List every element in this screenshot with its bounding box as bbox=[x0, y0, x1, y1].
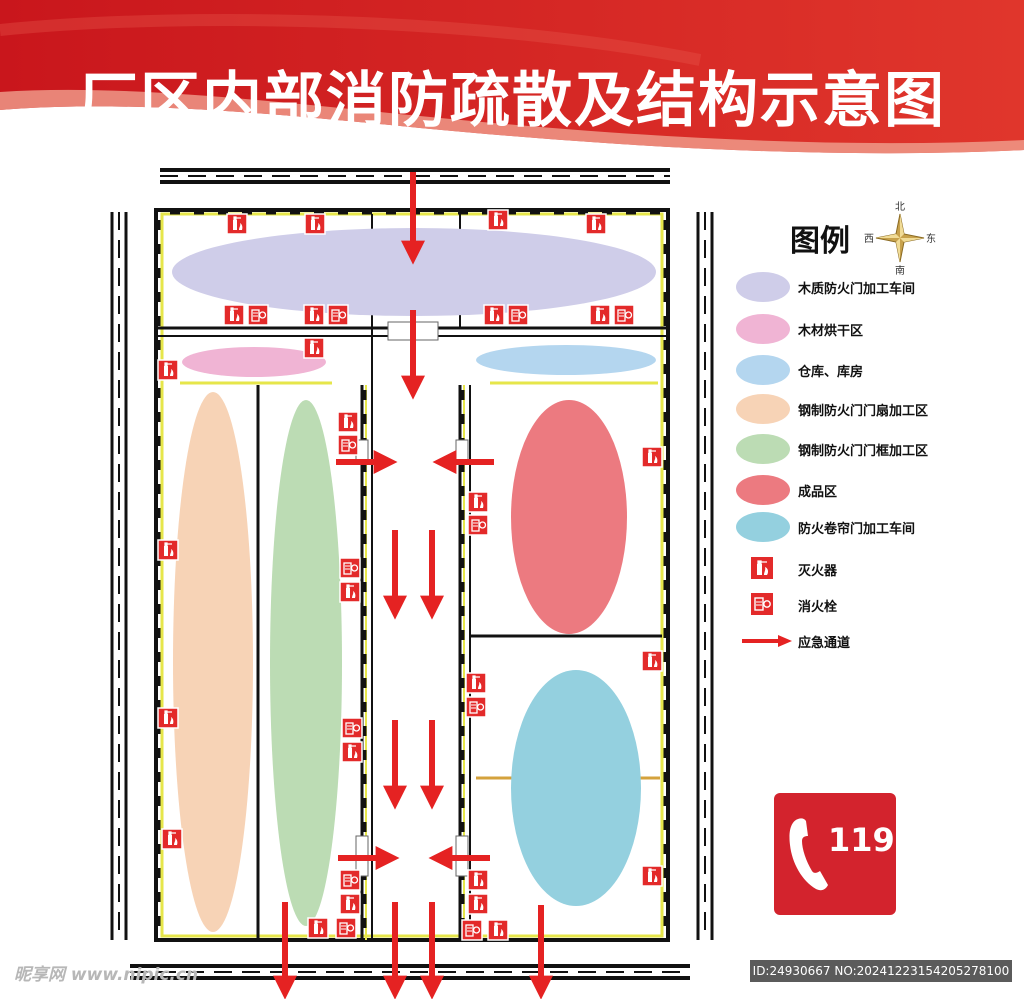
zone-finished-goods bbox=[511, 400, 627, 634]
emergency-number: 119 bbox=[828, 821, 895, 859]
compass-west: 西 bbox=[864, 234, 874, 245]
zone-steel-leaf bbox=[173, 392, 253, 932]
evacuation-arrow-icon bbox=[742, 635, 792, 647]
legend-label: 钢制防火门门扇加工区 bbox=[798, 404, 929, 419]
compass-rose: 北 南 东 西 bbox=[864, 201, 936, 277]
fire-extinguisher-icon bbox=[750, 556, 774, 580]
phone-icon bbox=[789, 818, 828, 891]
legend-label: 木质防火门加工车间 bbox=[798, 282, 916, 297]
legend-item-finished-goods: 成品区 bbox=[736, 475, 996, 505]
legend-label: 成品区 bbox=[798, 485, 838, 500]
compass-east: 东 bbox=[926, 232, 936, 245]
watermark-site: 昵享网 www.nipic.cn bbox=[14, 965, 199, 985]
zone-shutter-workshop bbox=[511, 670, 641, 906]
evacuation-arrows bbox=[273, 172, 553, 999]
legend-item-wood-door-workshop: 木质防火门加工车间 bbox=[736, 272, 996, 302]
compass-north: 北 bbox=[895, 201, 905, 213]
legend-item-warehouse: 仓库、库房 bbox=[736, 355, 996, 385]
left-road-rail bbox=[110, 212, 128, 940]
legend-item-shutter-workshop: 防火卷帘门加工车间 bbox=[736, 512, 996, 542]
legend-label: 应急通道 bbox=[798, 636, 851, 651]
legend-swatch bbox=[736, 475, 790, 505]
legend-item-steel-frame: 钢制防火门门框加工区 bbox=[736, 434, 996, 464]
legend-swatch bbox=[736, 434, 790, 464]
legend-title: 图例 bbox=[790, 224, 850, 259]
legend-label: 消火栓 bbox=[798, 600, 838, 615]
legend-item-steel-leaf: 钢制防火门门扇加工区 bbox=[736, 394, 996, 424]
legend-item-wood-drying: 木材烘干区 bbox=[736, 314, 996, 344]
legend-label: 木材烘干区 bbox=[798, 324, 864, 339]
bottom-road-rail bbox=[130, 964, 690, 980]
emergency-119-card: 119 bbox=[774, 793, 896, 915]
door-opening bbox=[455, 439, 469, 463]
legend-swatch bbox=[736, 314, 790, 344]
legend-label: 灭火器 bbox=[798, 564, 838, 579]
legend-swatch bbox=[736, 355, 790, 385]
legend-label: 仓库、库房 bbox=[798, 365, 864, 380]
watermark-id: ID:24930667 NO:20241223154205278100 bbox=[750, 960, 1012, 982]
zone-steel-frame bbox=[270, 400, 342, 926]
zone-wood-door-workshop bbox=[172, 228, 656, 316]
compass-south: 南 bbox=[895, 264, 905, 277]
legend-swatch bbox=[736, 272, 790, 302]
legend-item-hydrant: 消火栓 bbox=[736, 590, 996, 620]
header-banner bbox=[0, 0, 1024, 154]
page-title: 厂区内部消防疏散及结构示意图 bbox=[78, 66, 946, 136]
legend-item-emergency-route: 应急通道 bbox=[736, 626, 996, 656]
legend-swatch bbox=[736, 512, 790, 542]
legend-item-extinguisher: 灭火器 bbox=[736, 554, 996, 584]
legend-label: 防火卷帘门加工车间 bbox=[798, 522, 916, 537]
right-road-rail bbox=[696, 212, 714, 940]
fire-hydrant-icon bbox=[750, 592, 774, 616]
legend-label: 钢制防火门门框加工区 bbox=[798, 444, 929, 459]
zone-warehouse bbox=[476, 345, 656, 375]
zone-wood-drying bbox=[182, 347, 326, 377]
legend-swatch bbox=[736, 394, 790, 424]
